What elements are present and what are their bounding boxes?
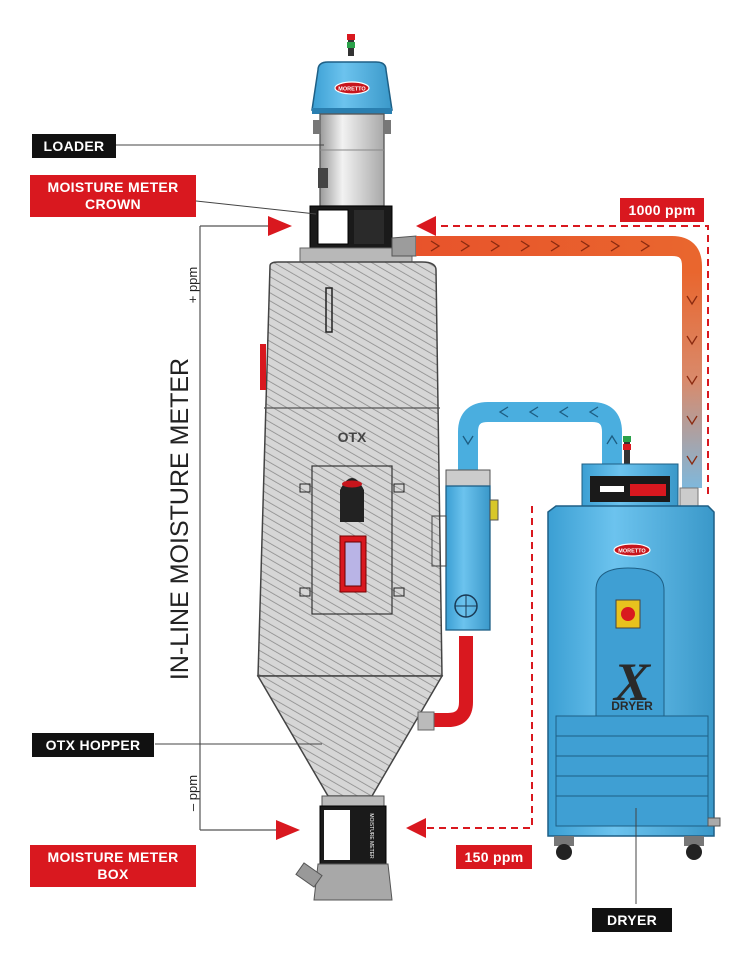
label-1000-ppm-text: 1000 ppm bbox=[628, 201, 696, 218]
label-moisture-meter-crown: MOISTURE METER CROWN bbox=[30, 175, 196, 217]
label-box-line2: BOX bbox=[97, 866, 129, 882]
moisture-meter-box: MOISTURE METER bbox=[295, 795, 393, 901]
label-loader: LOADER bbox=[32, 134, 116, 158]
label-150-ppm: 150 ppm bbox=[456, 845, 532, 869]
filter-unit bbox=[431, 469, 499, 631]
vertical-title: IN-LINE MOISTURE METER bbox=[166, 357, 194, 681]
label-crown-line1: MOISTURE METER bbox=[47, 179, 179, 195]
otx-logo: OTX bbox=[338, 429, 367, 445]
moisture-meter-crown bbox=[299, 205, 417, 263]
box-side-text: MOISTURE METER bbox=[368, 813, 374, 859]
minus-ppm-label: – ppm bbox=[185, 774, 200, 812]
dryer: MORETTO X DRYER bbox=[547, 436, 721, 860]
plus-ppm-label: + ppm bbox=[185, 266, 200, 304]
label-otx-hopper-text: OTX HOPPER bbox=[45, 736, 141, 753]
label-crown-line2: CROWN bbox=[85, 196, 141, 212]
label-1000-ppm: 1000 ppm bbox=[620, 198, 704, 222]
return-pipe bbox=[417, 636, 473, 731]
inline-bracket bbox=[199, 216, 300, 840]
dryer-logo: DRYER bbox=[611, 699, 653, 713]
label-otx-hopper: OTX HOPPER bbox=[32, 733, 154, 757]
moretto-badge-loader-text: MORETTO bbox=[338, 87, 366, 93]
hot-air-pipe bbox=[416, 236, 702, 488]
x-logo: X bbox=[612, 652, 652, 712]
moretto-badge-dryer-text: MORETTO bbox=[618, 549, 646, 555]
label-dryer: DRYER bbox=[592, 908, 672, 932]
label-moisture-meter-box: MOISTURE METER BOX bbox=[30, 845, 196, 887]
moretto-badge-dryer bbox=[613, 543, 651, 557]
ppm-feedback-lines bbox=[406, 216, 709, 838]
otx-hopper: OTX bbox=[256, 261, 444, 797]
cold-air-pipe bbox=[458, 402, 622, 488]
label-150-ppm-text: 150 ppm bbox=[464, 848, 524, 865]
label-loader-text: LOADER bbox=[43, 137, 105, 154]
label-box-line1: MOISTURE METER bbox=[47, 849, 179, 865]
loader: MORETTO bbox=[311, 34, 393, 207]
moretto-badge-loader bbox=[334, 81, 370, 95]
label-dryer-text: DRYER bbox=[607, 911, 657, 928]
